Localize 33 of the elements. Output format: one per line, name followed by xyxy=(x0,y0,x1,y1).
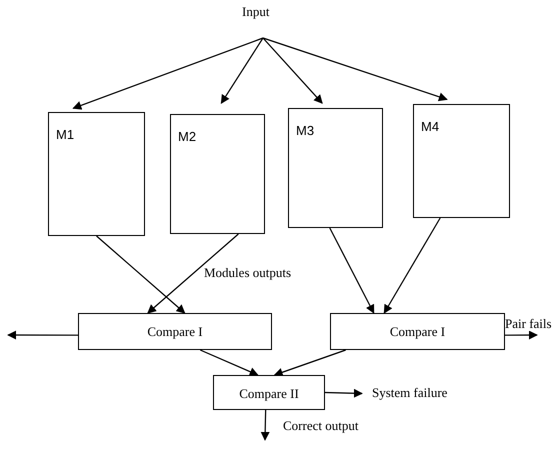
arrow xyxy=(262,37,448,102)
input-label: Input xyxy=(242,4,270,19)
edge-label: Pair fails xyxy=(505,316,552,331)
comparator-box xyxy=(78,313,272,350)
edge-label: Correct output xyxy=(283,418,358,433)
module-box xyxy=(48,112,145,236)
arrow xyxy=(200,349,259,376)
arrow xyxy=(220,38,264,104)
arrow xyxy=(147,234,239,314)
arrow xyxy=(324,388,363,398)
arrow xyxy=(7,330,78,340)
box-label: M1 xyxy=(56,127,74,142)
box-label: Compare I xyxy=(388,324,446,339)
arrow xyxy=(329,228,374,314)
arrow xyxy=(72,37,264,110)
comparator-box xyxy=(330,313,505,350)
box-label: Compare I xyxy=(146,324,204,339)
system-failure-label: System failure xyxy=(372,385,448,400)
box-label: Compare II xyxy=(238,386,300,401)
arrow xyxy=(384,218,441,314)
box-label: M2 xyxy=(178,129,196,144)
arrow xyxy=(260,410,270,441)
arrow xyxy=(96,236,186,314)
box-label: M4 xyxy=(421,119,440,134)
arrow xyxy=(262,38,323,104)
module-box xyxy=(170,114,265,234)
module-box xyxy=(288,108,383,228)
arrow xyxy=(505,330,538,340)
annotation-label: Modules outputs xyxy=(204,265,292,280)
box-label: M3 xyxy=(296,123,314,138)
module-box xyxy=(413,104,510,218)
comparator-box xyxy=(213,375,325,410)
arrow xyxy=(274,349,346,377)
